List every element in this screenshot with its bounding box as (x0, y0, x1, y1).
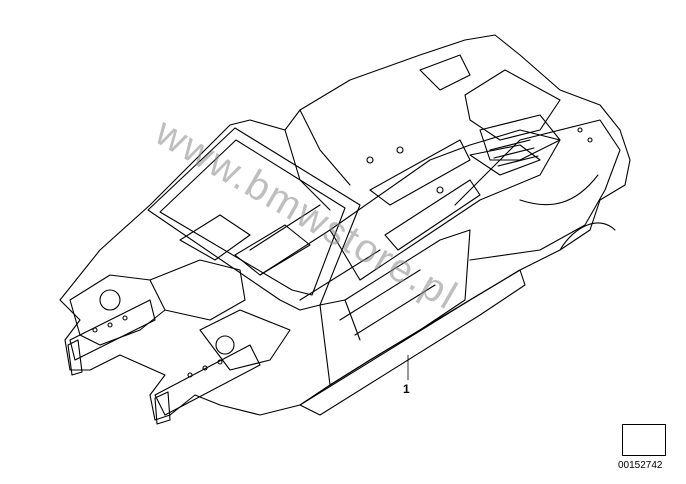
diagram-number: 00152742 (618, 460, 663, 471)
front-rail-right (154, 344, 261, 416)
part-callout-label: 1 (403, 382, 410, 396)
rocker-panel (299, 269, 526, 416)
nav-icon-box[interactable] (622, 424, 666, 456)
door-opening (319, 229, 471, 386)
front-rail-left (69, 299, 156, 361)
